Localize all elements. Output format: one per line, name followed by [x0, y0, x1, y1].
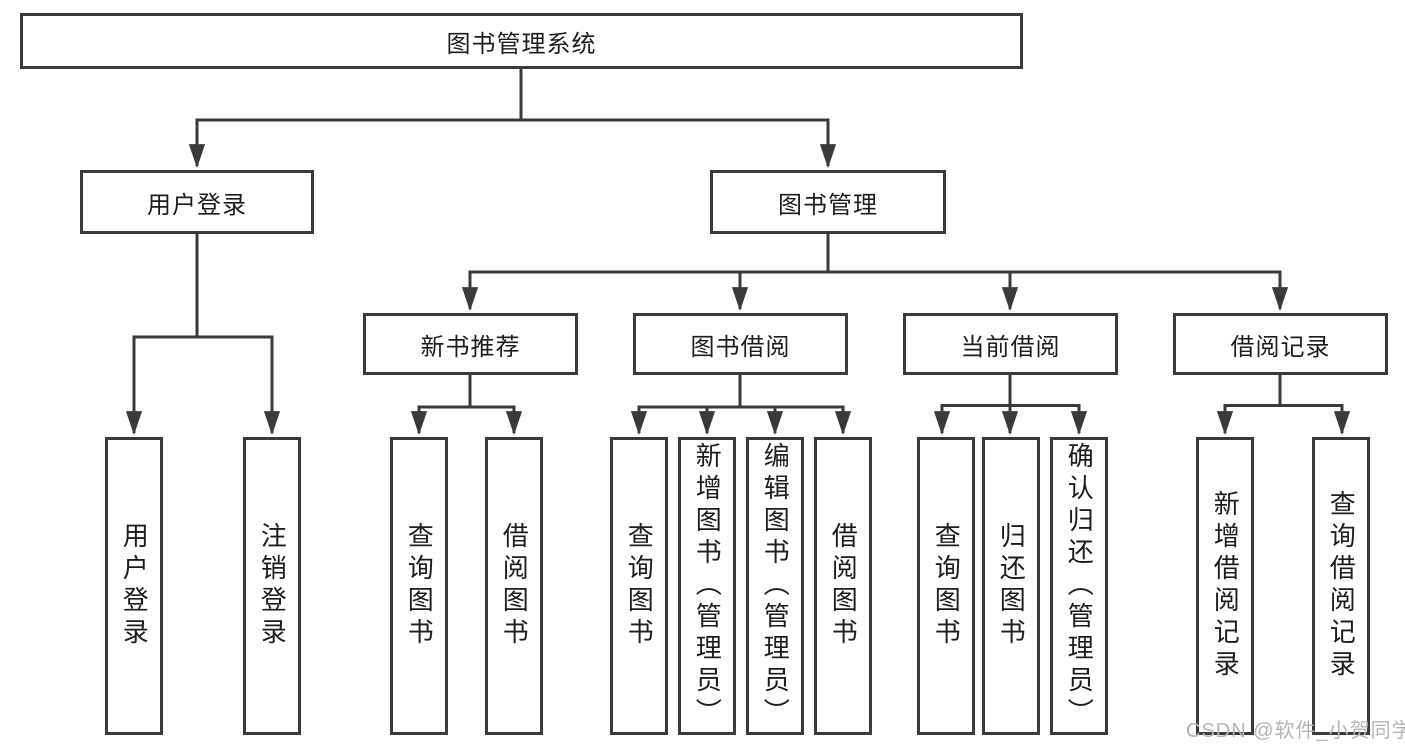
node-current-borrow-label: 当前借阅 [960, 333, 1061, 361]
leaf-add-books-admin-label: 新增图书（管理员） [692, 442, 723, 730]
leaf-user-login-label: 用户登录 [119, 522, 150, 650]
node-borrow-record-label: 借阅记录 [1230, 333, 1331, 361]
node-new-book-recommend-label: 新书推荐 [420, 333, 521, 361]
leaf-logout: 注销登录 [243, 437, 301, 735]
csdn-watermark: CSDN @软件_小贺同学 [1186, 720, 1405, 742]
leaf-borrow-books-label: 借阅图书 [828, 522, 859, 650]
leaf-recommend-borrow-books: 借阅图书 [485, 437, 543, 735]
leaf-return-books: 归还图书 [982, 437, 1040, 735]
leaf-edit-books-admin-label: 编辑图书（管理员） [760, 442, 791, 730]
node-book-borrow: 图书借阅 [633, 313, 848, 375]
leaf-borrow-query-books: 查询图书 [610, 437, 668, 735]
node-user-login-label: 用户登录 [147, 191, 247, 219]
leaf-borrow-books: 借阅图书 [814, 437, 872, 735]
leaf-recommend-query-books-label: 查询图书 [404, 522, 435, 650]
leaf-recommend-query-books: 查询图书 [390, 437, 448, 735]
node-root-label: 图书管理系统 [446, 30, 597, 58]
leaf-current-query-books-label: 查询图书 [931, 522, 962, 650]
leaf-add-borrow-record: 新增借阅记录 [1196, 437, 1254, 735]
leaf-confirm-return-admin-label: 确认归还（管理员） [1064, 442, 1095, 730]
node-borrow-record: 借阅记录 [1173, 313, 1388, 375]
node-book-borrow-label: 图书借阅 [690, 333, 791, 361]
leaf-recommend-borrow-books-label: 借阅图书 [499, 522, 530, 650]
node-user-login: 用户登录 [80, 170, 314, 234]
node-root-library-system: 图书管理系统 [20, 13, 1023, 69]
node-book-management: 图书管理 [710, 170, 946, 234]
leaf-edit-books-admin: 编辑图书（管理员） [746, 437, 804, 735]
leaf-return-books-label: 归还图书 [996, 522, 1027, 650]
leaf-user-login: 用户登录 [105, 437, 163, 735]
node-current-borrow: 当前借阅 [903, 313, 1118, 375]
leaf-add-books-admin: 新增图书（管理员） [678, 437, 736, 735]
leaf-borrow-query-books-label: 查询图书 [624, 522, 655, 650]
leaf-query-borrow-record: 查询借阅记录 [1312, 437, 1370, 735]
leaf-logout-label: 注销登录 [257, 522, 288, 650]
leaf-current-query-books: 查询图书 [917, 437, 975, 735]
leaf-add-borrow-record-label: 新增借阅记录 [1210, 490, 1241, 682]
node-book-management-label: 图书管理 [778, 191, 878, 219]
leaf-query-borrow-record-label: 查询借阅记录 [1326, 490, 1357, 682]
node-new-book-recommend: 新书推荐 [363, 313, 578, 375]
leaf-confirm-return-admin: 确认归还（管理员） [1050, 437, 1108, 735]
